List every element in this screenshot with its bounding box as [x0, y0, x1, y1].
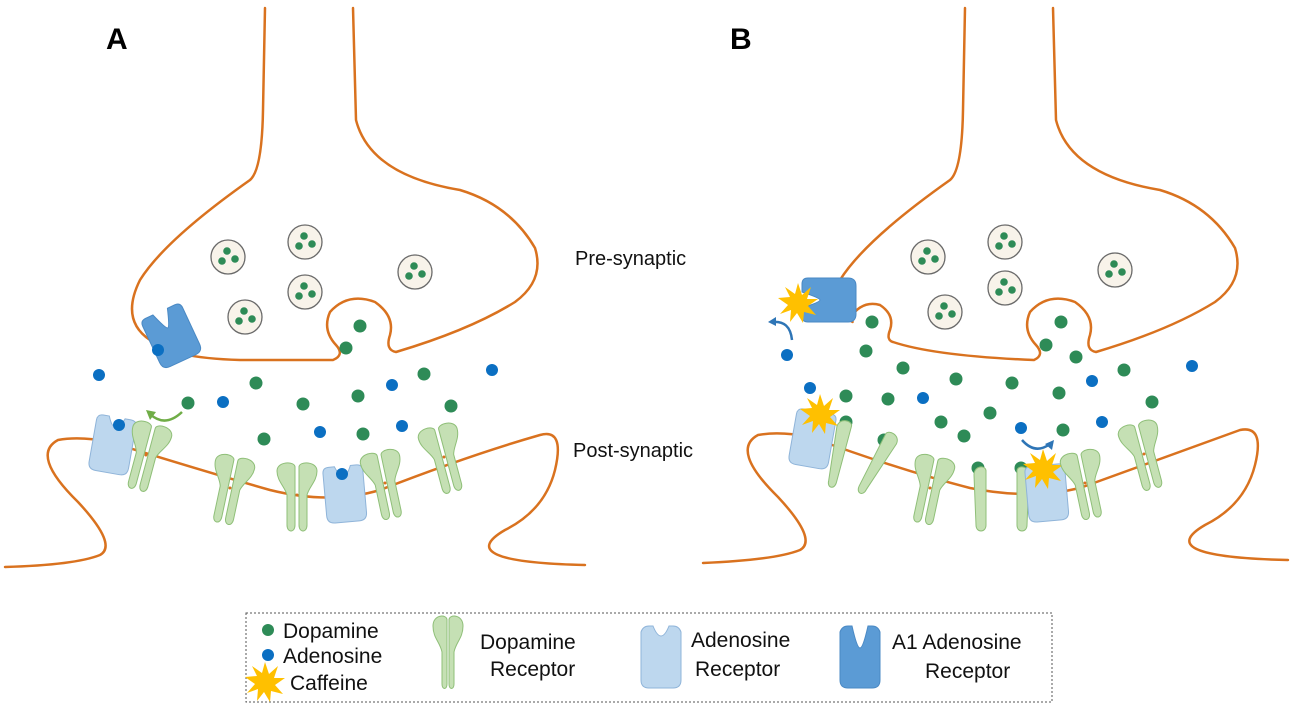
dopamine-receptor-legend-icon: [432, 615, 464, 689]
panel-b: B: [701, 6, 1290, 565]
adenosine-molecules-b: [804, 360, 1198, 434]
dopamine-receptor-split: [857, 431, 898, 494]
adenosine-molecule: [152, 344, 164, 356]
a1-adenosine-receptor: [139, 301, 204, 371]
legend-a1-receptor-line1: A1 Adenosine: [892, 631, 1022, 654]
legend-a1-receptor-line2: Receptor: [925, 660, 1010, 683]
presynaptic-membrane-a: [130, 6, 539, 362]
arrow-head-icon: [768, 317, 776, 326]
adenosine-receptor: [87, 413, 138, 477]
legend-dopamine: Dopamine: [283, 620, 379, 643]
legend-dopamine-receptor-line1: Dopamine: [480, 631, 576, 654]
adenosine-legend-icon: [262, 649, 274, 661]
vesicle: [210, 239, 246, 275]
dopamine-receptor-split: [973, 466, 987, 532]
dopamine-molecules-a: [181, 319, 458, 446]
panel-label-a: A: [106, 23, 128, 56]
vesicle: [987, 270, 1023, 306]
dopamine-receptor: [1115, 417, 1174, 495]
legend: Dopamine Adenosine Caffeine Dopamine Rec…: [245, 612, 1053, 703]
dopamine-receptor-split: [827, 420, 852, 488]
dopamine-legend-icon: [262, 624, 274, 636]
a1-adenosine-receptor-legend-icon: [839, 625, 881, 689]
pre-synaptic-label: Pre-synaptic: [575, 248, 686, 270]
arrow-head-icon: [1045, 440, 1054, 450]
legend-caffeine: Caffeine: [290, 672, 368, 695]
presynaptic-membrane-b: [835, 6, 1239, 362]
vesicle: [227, 299, 263, 335]
vesicle: [1097, 252, 1133, 288]
vesicle: [927, 294, 963, 330]
vesicle: [910, 239, 946, 275]
panel-a: A: [3, 6, 587, 569]
vesicle: [397, 254, 433, 290]
adenosine-receptor-legend-icon: [640, 625, 682, 689]
adenosine-molecule: [781, 349, 793, 361]
legend-adenosine: Adenosine: [283, 645, 382, 668]
legend-adenosine-receptor-line2: Receptor: [695, 658, 780, 681]
postsynaptic-membrane-b: [701, 428, 1290, 565]
legend-adenosine-receptor-line1: Adenosine: [691, 629, 790, 652]
dopamine-receptor: [902, 451, 957, 528]
vesicle: [987, 224, 1023, 260]
vesicle: [287, 274, 323, 310]
adenosine-molecule: [113, 419, 125, 431]
dopamine-molecules-b: [839, 315, 1159, 475]
dopamine-receptor: [202, 451, 257, 528]
panel-label-b: B: [730, 23, 752, 56]
post-synaptic-label: Post-synaptic: [573, 440, 693, 462]
adenosine-molecule: [336, 468, 348, 480]
vesicle: [287, 224, 323, 260]
legend-dopamine-receptor-line2: Receptor: [490, 658, 575, 681]
adenosine-molecules-a: [93, 364, 498, 438]
arrow-head-icon: [146, 410, 156, 420]
